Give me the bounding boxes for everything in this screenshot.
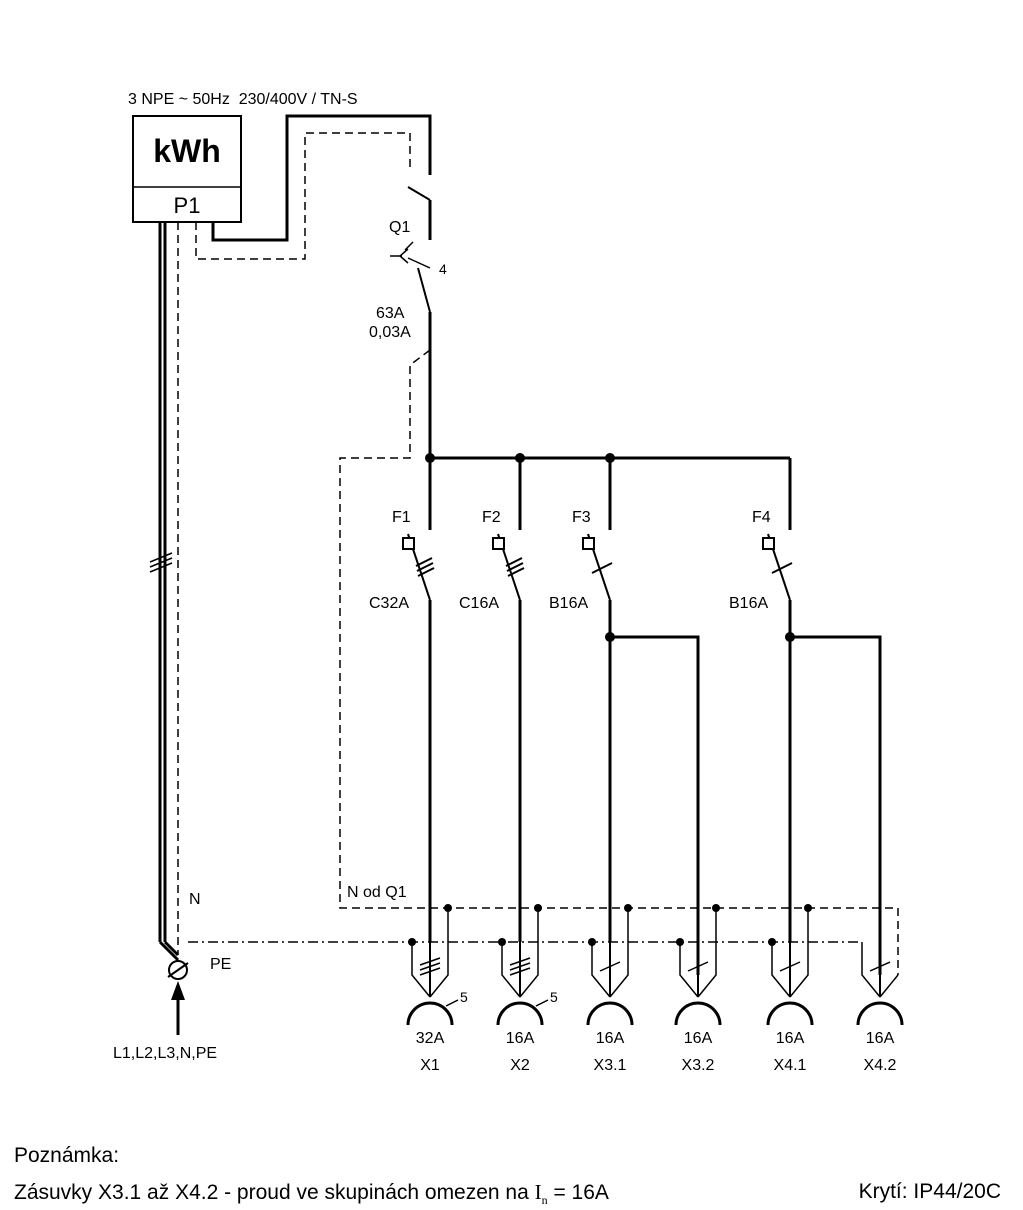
x2-cores: 5 (550, 989, 558, 1005)
f4-label: F4 (752, 509, 771, 526)
supply-spec: 3 NPE ~ 50Hz 230/400V / TN-S (128, 91, 358, 108)
notes-text-suffix: = 16A (547, 1181, 609, 1204)
q1-rating: 63A (376, 305, 405, 322)
notes-current-subscript: n (541, 1193, 548, 1208)
f3-label: F3 (572, 509, 591, 526)
socket-connections (411, 908, 899, 998)
f1-rating: C32A (369, 595, 409, 612)
neutral-from-q1-label: N od Q1 (347, 884, 407, 901)
f3-rating: B16A (549, 595, 588, 612)
meter-label: P1 (174, 193, 201, 218)
meter-p1: kWh P1 (132, 115, 242, 223)
neutral-conductor-to-q1 (195, 132, 411, 260)
pe-label: PE (210, 956, 231, 973)
f2-label: F2 (482, 509, 501, 526)
q1-label: Q1 (389, 219, 410, 236)
x3-1-rating: 16A (596, 1030, 625, 1047)
incoming-feed (149, 222, 189, 1035)
notes-current-symbol: I (534, 1180, 542, 1204)
q1-residual-current: 0,03A (369, 324, 411, 341)
busbar-junctions (425, 453, 615, 463)
x1-cores: 5 (460, 989, 468, 1005)
feed-label: L1,L2,L3,N,PE (113, 1045, 217, 1062)
x4-1-rating: 16A (776, 1030, 805, 1047)
f1-label: F1 (392, 509, 411, 526)
socket-symbols (406, 999, 904, 1026)
x4-2-name: X4.2 (864, 1057, 897, 1074)
meter-symbol: kWh (153, 133, 221, 169)
neutral-from-q1 (339, 349, 899, 975)
x1-rating: 32A (416, 1030, 445, 1047)
breaker-f1 (402, 533, 435, 942)
f4-junction (785, 632, 795, 642)
breaker-f2 (492, 533, 525, 942)
x3-2-name: X3.2 (682, 1057, 715, 1074)
phase-conductor-to-q1 (211, 114, 432, 242)
breaker-f3 (582, 533, 700, 975)
f4-rating: B16A (729, 595, 768, 612)
notes-text: Zásuvky X3.1 až X4.2 - proud ve skupinác… (14, 1180, 609, 1208)
x2-rating: 16A (506, 1030, 535, 1047)
f2-rating: C16A (459, 595, 499, 612)
breaker-f4 (762, 533, 882, 975)
notes-text-prefix: Zásuvky X3.1 až X4.2 - proud ve skupinác… (14, 1181, 535, 1204)
f3-junction (605, 632, 615, 642)
main-breaker-q1 (390, 241, 432, 458)
x3-2-rating: 16A (684, 1030, 713, 1047)
x3-1-name: X3.1 (594, 1057, 627, 1074)
x2-name: X2 (510, 1057, 530, 1074)
notes-heading: Poznámka: (14, 1144, 120, 1167)
protection-rating: Krytí: IP44/20C (858, 1180, 1001, 1203)
neutral-label: N (189, 891, 201, 908)
x4-1-name: X4.1 (774, 1057, 807, 1074)
x1-name: X1 (420, 1057, 440, 1074)
x4-2-rating: 16A (866, 1030, 895, 1047)
socket-junction-dots (408, 904, 812, 946)
q1-poles: 4 (439, 261, 447, 277)
